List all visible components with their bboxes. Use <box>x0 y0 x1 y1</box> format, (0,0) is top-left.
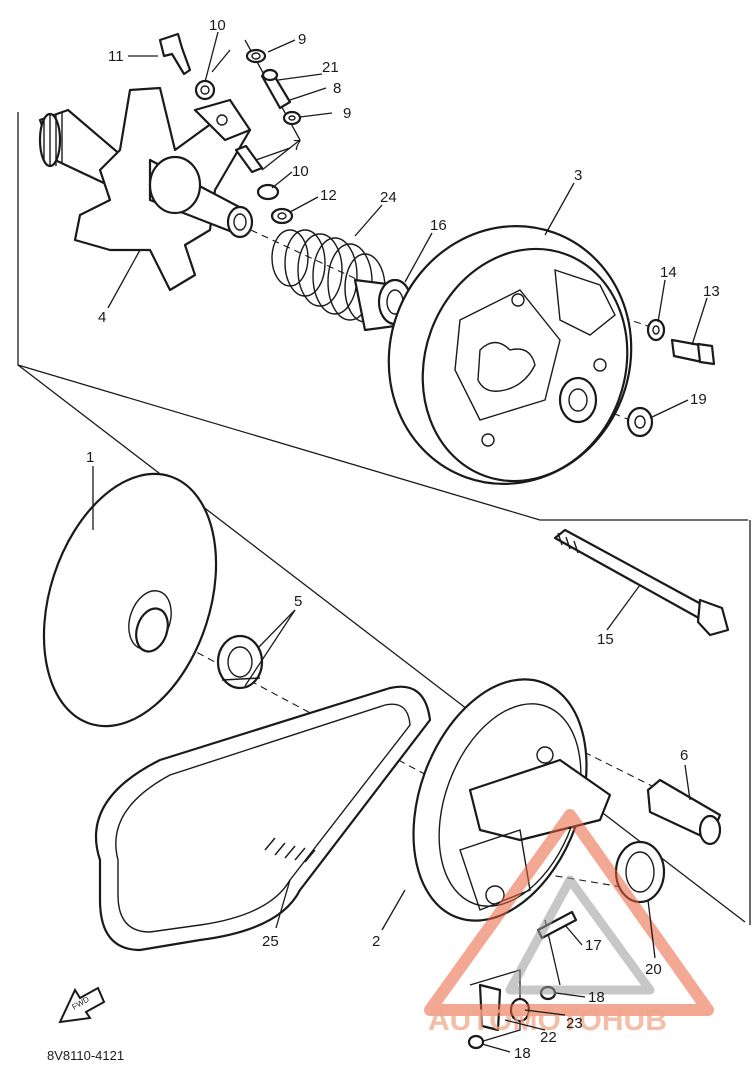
callout-19: 19 <box>690 391 707 408</box>
spider-shaft-part <box>38 86 254 292</box>
callout-18-right: 18 <box>588 989 605 1006</box>
callout-2: 2 <box>372 933 380 950</box>
callout-18-bottom: 18 <box>514 1045 531 1062</box>
callout-12: 12 <box>320 187 337 204</box>
callout-20: 20 <box>645 961 662 978</box>
callout-leader-lines <box>92 31 708 1053</box>
drive-belt-part <box>95 685 432 952</box>
callout-7: 7 <box>293 137 301 154</box>
fwd-arrow-icon: FWD <box>58 986 106 1024</box>
callout-22: 22 <box>540 1029 557 1046</box>
callout-8: 8 <box>333 80 341 97</box>
callout-3: 3 <box>574 167 582 184</box>
cover-part <box>387 225 633 485</box>
callout-11: 11 <box>108 48 124 65</box>
callout-15: 15 <box>597 631 614 648</box>
callout-17: 17 <box>585 937 602 954</box>
callout-24: 24 <box>380 189 397 206</box>
callout-6: 6 <box>680 747 688 764</box>
pin-washer-stack <box>158 32 302 225</box>
callout-10-bottom: 10 <box>292 163 309 180</box>
callout-9-top: 9 <box>298 31 306 48</box>
slide-bushing-part <box>216 634 264 690</box>
callout-14: 14 <box>660 264 677 281</box>
fixed-sheave-part <box>42 472 218 728</box>
long-bolt-part <box>553 528 730 637</box>
cover-bolt-parts <box>626 318 716 438</box>
callout-1: 1 <box>86 449 94 466</box>
watermark-label: AUTOMOTOHUB <box>428 1004 667 1037</box>
callout-9-bottom: 9 <box>343 105 351 122</box>
callout-25: 25 <box>262 933 279 950</box>
watermark-text: AUTOMOTOHUB <box>428 1004 667 1037</box>
callout-16: 16 <box>430 217 447 234</box>
callout-numbers: 1 2 3 4 5 6 7 8 9 9 10 10 11 12 13 14 15… <box>86 17 720 1062</box>
callout-10-top: 10 <box>209 17 226 34</box>
slider-part <box>646 778 722 846</box>
watermark-triangle <box>424 809 714 1016</box>
callout-23: 23 <box>566 1015 583 1032</box>
callout-13: 13 <box>703 283 720 300</box>
drawing-code: 8V8110-4121 <box>47 1048 124 1063</box>
callout-5: 5 <box>294 593 302 610</box>
callout-21: 21 <box>322 59 339 76</box>
callout-4: 4 <box>98 309 106 326</box>
